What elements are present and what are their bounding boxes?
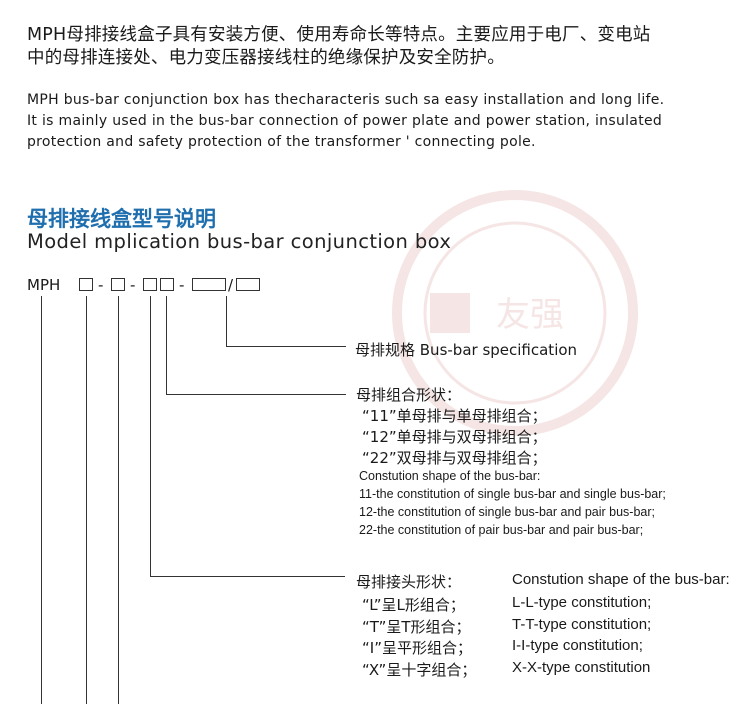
leader-line xyxy=(226,296,227,346)
leader-line xyxy=(118,296,119,704)
code-separator: - xyxy=(130,276,136,294)
joint-item-en: L-L-type constitution; xyxy=(512,594,652,611)
svg-text:友强: 友强 xyxy=(496,295,564,335)
joint-item-zh: “I”呈平形组合； xyxy=(362,639,472,657)
leader-line xyxy=(86,296,87,704)
joint-item-zh: “X”呈十字组合； xyxy=(362,661,477,679)
joint-en-title: Constution shape of the bus-bar: xyxy=(512,571,730,588)
code-separator: - xyxy=(98,276,104,294)
busbar-spec-label: 母排规格 Bus-bar specification xyxy=(355,341,578,359)
combo-en-item: 11-the constitution of single bus-bar an… xyxy=(359,487,666,501)
combo-en-item: 22-the constitution of pair bus-bar and … xyxy=(359,523,644,537)
combo-item: “22”双母排与双母排组合； xyxy=(362,449,547,467)
code-slash: / xyxy=(228,276,234,294)
code-box-spec-a xyxy=(192,278,226,291)
code-separator: - xyxy=(179,276,185,294)
code-box-3b xyxy=(160,278,174,291)
intro-en-line-3: protection and safety protection of the … xyxy=(27,134,536,150)
section-title-en: Model mplication bus-bar conjunction box xyxy=(27,230,452,253)
code-box-3a xyxy=(143,278,157,291)
code-box-2 xyxy=(111,278,125,291)
code-box-joint xyxy=(79,278,93,291)
leader-line xyxy=(150,576,345,577)
code-box-spec-b xyxy=(236,278,260,291)
intro-zh-line-1: MPH母排接线盒子具有安装方便、使用寿命长等特点。主要应用于电厂、变电站 xyxy=(27,25,651,45)
company-watermark: 友强 xyxy=(392,190,638,436)
joint-item-en: T-T-type constitution; xyxy=(512,616,652,633)
intro-zh-line-2: 中的母排连接处、电力变压器接线柱的绝缘保护及安全防护。 xyxy=(27,48,505,68)
joint-title: 母排接头形状： xyxy=(356,573,462,591)
logo-icon xyxy=(430,293,470,333)
combo-en-item: 12-the constitution of single bus-bar an… xyxy=(359,505,656,519)
combo-en-title: Constution shape of the bus-bar: xyxy=(359,469,541,483)
leader-line xyxy=(166,394,346,395)
leader-line xyxy=(41,296,42,704)
section-title-zh: 母排接线盒型号说明 xyxy=(27,207,216,231)
leader-line xyxy=(166,296,167,394)
combo-item: “11”单母排与单母排组合； xyxy=(362,407,547,425)
joint-item-en: X-X-type constitution xyxy=(512,659,651,676)
intro-en-line-1: MPH bus-bar conjunction box has thechara… xyxy=(27,92,665,108)
joint-item-zh: “T”呈T形组合； xyxy=(362,618,471,636)
joint-item-zh: “L”呈L形组合； xyxy=(362,596,465,614)
leader-line xyxy=(226,346,346,347)
model-prefix: MPH xyxy=(27,276,61,294)
joint-item-en: I-I-type constitution; xyxy=(512,637,643,654)
leader-line xyxy=(150,296,151,576)
combo-item: “12”单母排与双母排组合； xyxy=(362,428,547,446)
combo-title: 母排组合形状： xyxy=(356,386,462,404)
intro-en-line-2: It is mainly used in the bus-bar connect… xyxy=(27,113,663,129)
